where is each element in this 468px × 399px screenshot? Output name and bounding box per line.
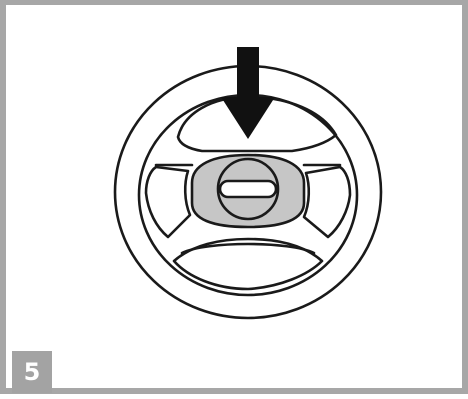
wheel-top-opening <box>176 95 338 153</box>
spoke-line-bottom <box>180 242 316 255</box>
hub-slot <box>218 179 278 199</box>
steering-hub <box>190 153 306 229</box>
steering-wheel-illustration <box>113 47 383 320</box>
wheel-right-opening <box>302 165 352 239</box>
step-number-badge: 5 <box>12 351 52 393</box>
wheel-bottom-opening <box>172 237 324 291</box>
down-arrow-icon <box>221 47 275 139</box>
wheel-left-opening <box>144 165 192 239</box>
